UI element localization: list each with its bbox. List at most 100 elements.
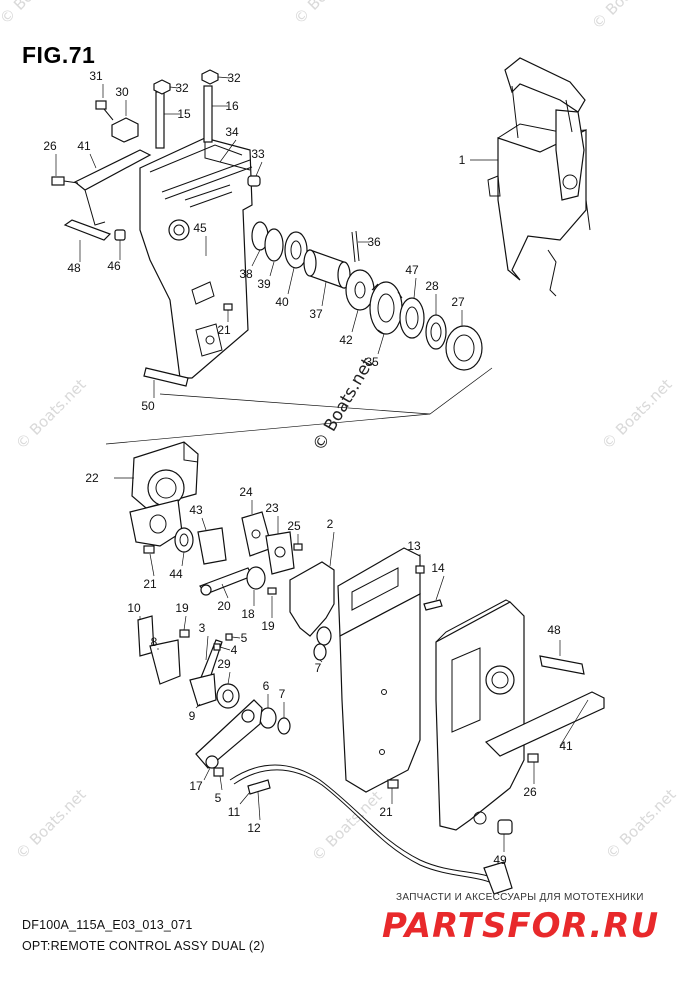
part-callout-48: 48: [547, 623, 561, 637]
part-callout-29: 29: [217, 657, 231, 671]
part-callout-14: 14: [431, 561, 445, 575]
callout-leader-line: [205, 635, 209, 661]
part-callout-39: 39: [257, 277, 271, 291]
callout-leader-line: [239, 791, 251, 805]
callout-leader-line: [201, 517, 207, 531]
callout-leader-line: [203, 767, 211, 781]
part-callout-1: 1: [459, 153, 466, 167]
callout-leader-line: [221, 583, 229, 599]
callout-leader-line: [89, 153, 97, 169]
callout-leader-line: [321, 281, 327, 307]
part-callout-47: 47: [405, 263, 419, 277]
part-callout-19: 19: [261, 619, 275, 633]
section-divider-lines: [105, 367, 493, 445]
part-callout-7: 7: [315, 661, 322, 675]
part-callout-40: 40: [275, 295, 289, 309]
watermark-center: © Boats.net: [309, 354, 378, 454]
part-callout-21: 21: [379, 805, 393, 819]
shop-tagline: ЗАПЧАСТИ И АКСЕССУАРЫ ДЛЯ МОТОТЕХНИКИ: [396, 892, 644, 903]
callout-leader-line: [287, 267, 295, 295]
callout-leader-line: [329, 531, 335, 567]
callout-leader-line: [227, 671, 231, 685]
callout-leader-line: [559, 699, 589, 747]
part-callout-18: 18: [241, 607, 255, 621]
callout-leader-line: [377, 333, 385, 355]
watermark: © Boats.net: [12, 785, 90, 863]
upper-bracket-assembly: [51, 69, 261, 387]
callout-leader-line: [435, 575, 445, 601]
callout-leader-line: [231, 636, 241, 639]
watermark: © Boats.net: [602, 785, 680, 863]
part-callout-3: 3: [199, 621, 206, 635]
part-callout-9: 9: [189, 709, 196, 723]
callout-leader-line: [181, 551, 185, 567]
shaft-washer-stack: [251, 221, 483, 371]
callout-leader-line: [219, 775, 223, 791]
part-callout-21: 21: [217, 323, 231, 337]
part-callout-4: 4: [231, 643, 238, 657]
part-callout-42: 42: [339, 333, 353, 347]
watermark: © Boats.net: [290, 0, 368, 28]
part-callout-22: 22: [85, 471, 99, 485]
callout-leader-line: [183, 615, 187, 631]
callout-leader-line: [251, 249, 261, 267]
part-callout-6: 6: [263, 679, 270, 693]
part-callout-28: 28: [425, 279, 439, 293]
part-callout-50: 50: [141, 399, 155, 413]
part-callout-21: 21: [143, 577, 157, 591]
watermark: © Boats.net: [308, 787, 386, 865]
figure-title: FIG.71: [22, 42, 96, 68]
lower-plate-assembly: [129, 441, 513, 895]
part-callout-5: 5: [241, 631, 248, 645]
part-callout-12: 12: [247, 821, 261, 835]
part-callout-38: 38: [239, 267, 253, 281]
part-callout-15: 15: [177, 107, 191, 121]
callout-leader-line: [255, 161, 263, 177]
part-callout-45: 45: [193, 221, 207, 235]
remote-control-box: [487, 57, 591, 297]
part-callout-5: 5: [215, 791, 222, 805]
part-callout-46: 46: [107, 259, 121, 273]
callout-leader-line: [351, 309, 359, 333]
callout-leader-line: [219, 646, 231, 651]
part-callout-41: 41: [77, 139, 91, 153]
watermark: © Boats.net: [12, 375, 90, 453]
watermark: © Boats.net: [598, 375, 676, 453]
part-callout-32: 32: [227, 71, 241, 85]
right-control-housing: [435, 599, 605, 835]
part-callout-35: 35: [365, 355, 379, 369]
callout-leader-line: [217, 76, 231, 79]
callout-leader-line: [149, 553, 155, 577]
watermark: © Boats.net: [588, 0, 666, 33]
part-callout-34: 34: [225, 125, 239, 139]
part-callout-11: 11: [228, 805, 241, 819]
part-callout-49: 49: [493, 853, 507, 867]
part-callout-43: 43: [189, 503, 203, 517]
part-callout-23: 23: [265, 501, 279, 515]
callout-leader-line: [319, 659, 323, 663]
part-callout-31: 31: [89, 69, 103, 83]
part-callout-30: 30: [115, 85, 129, 99]
part-callout-10: 10: [127, 601, 141, 615]
callout-leader-line: [195, 703, 201, 709]
callout-leader-line: [413, 277, 417, 299]
watermark: © Boats.net: [0, 0, 74, 28]
part-callout-20: 20: [217, 599, 231, 613]
part-callout-19: 19: [175, 601, 189, 615]
figure-caption: OPT:REMOTE CONTROL ASSY DUAL (2): [22, 939, 265, 953]
part-callout-26: 26: [523, 785, 537, 799]
callout-leader-line: [269, 261, 275, 277]
part-callout-27: 27: [451, 295, 465, 309]
part-callout-26: 26: [43, 139, 57, 153]
figure-code: DF100A_115A_E03_013_071: [22, 918, 193, 932]
part-callout-44: 44: [169, 567, 183, 581]
part-callout-36: 36: [367, 235, 381, 249]
part-callout-48: 48: [67, 261, 81, 275]
part-callout-7: 7: [279, 687, 286, 701]
part-callout-25: 25: [287, 519, 301, 533]
part-callout-33: 33: [251, 147, 265, 161]
callout-leader-line: [169, 86, 179, 89]
part-callout-17: 17: [189, 779, 203, 793]
